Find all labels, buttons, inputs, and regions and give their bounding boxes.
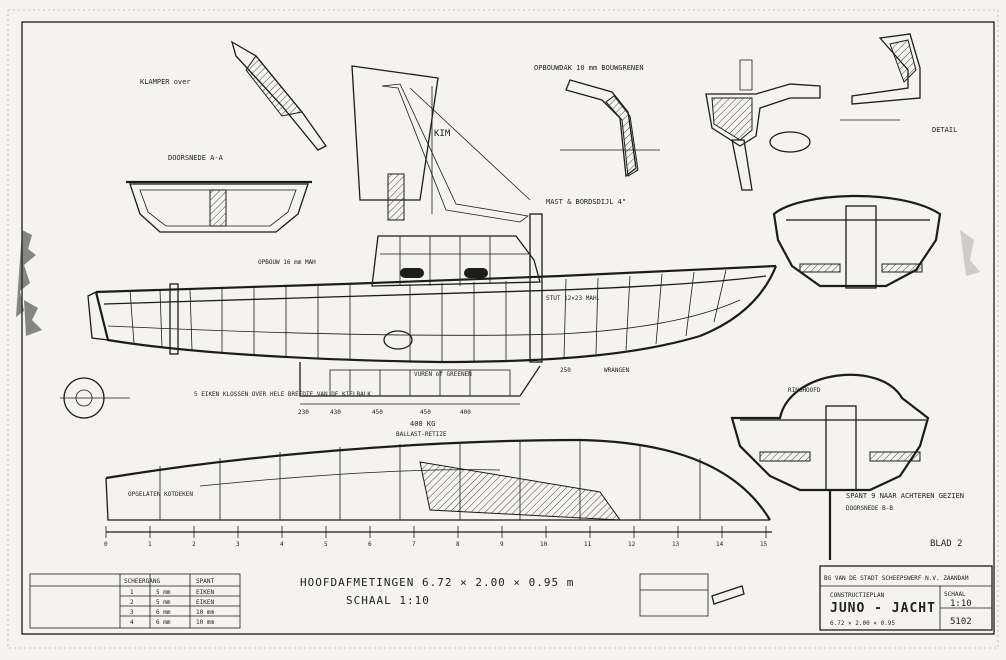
table-cell: 3 [130,609,134,616]
station-2: 2 [192,541,196,548]
keel-dim-5: 250 [560,367,571,374]
annotation-opbouwdak: OPBOUWDAK 10 mm BOUWGRENEN [534,64,644,72]
station-13: 13 [672,541,680,548]
hull-profile [87,213,778,364]
annotation-ringhoofd: RINGHOOFD [788,387,821,394]
keel-dim-4: 400 [460,409,471,416]
table-cell: 5 mm [156,599,171,606]
stern-fitting [60,377,130,419]
keel-dim-2: 450 [372,409,383,416]
annotation-vuren: VUREN of GREENEN [414,371,472,378]
station-6: 6 [368,541,372,548]
station-5: 5 [324,541,328,548]
detail-klamper: KLAMPER over [140,40,327,151]
station-12: 12 [628,541,636,548]
spec-table: SCHEERGANG SPANT 1 5 mm EIKEN 2 5 mm EIK… [29,573,241,629]
annotation-wrangen: WRANGEN [604,367,630,374]
keel-profile: 230 430 450 450 400 250 400 KG BALLAST-R… [298,362,571,438]
station-0: 0 [104,541,108,548]
table-header-2: SPANT [196,578,214,585]
annotation-opbouw: OPBOUW 16 mm MAH [258,259,316,266]
plan-view [105,438,771,521]
table-cell: 5 mm [156,589,171,596]
annotation-detail: DETAIL [932,126,957,134]
drawing-border [21,21,995,635]
title-scale-label: SCHAAL [944,591,966,598]
section-a-a: DOORSNEDE A-A [126,154,312,233]
annotation-stut: STUT 12×23 MAH. [546,295,600,302]
station-11: 11 [584,541,592,548]
station-4: 4 [280,541,284,548]
title-scale: 1:10 [950,599,972,609]
paper-edge [7,9,999,649]
station-8: 8 [456,541,460,548]
table-cell: EIKEN [196,599,214,606]
station-14: 14 [716,541,724,548]
annotation-doorsnede-a: DOORSNEDE A-A [168,154,224,162]
station-1: 1 [148,541,152,548]
annotation-kielbalk: 5 EIKEN KLOSSEN OVER HELE BREEDTE VAN DE… [194,391,371,398]
table-cell: 6 mm [156,609,171,616]
sheet-mark: BLAD 2 [930,539,963,549]
main-dimensions: HOOFDAFMETINGEN 6.72 × 2.00 × 0.95 m [300,576,574,589]
title-name: JUNO - JACHT [830,601,936,616]
detail-bottom-small [639,573,745,617]
annotation-mast: MAST & BORDSDIJL 4" [546,198,626,206]
table-cell: 10 mm [196,609,214,616]
section-upper-right [772,194,942,289]
station-7: 7 [412,541,416,548]
detail-kim: KIM [351,65,531,223]
keel-weight: 400 KG [410,420,435,428]
station-3: 3 [236,541,240,548]
stain-marks [16,230,980,336]
detail-opbouwdak: OPBOUWDAK 10 mm BOUWGRENEN [534,64,660,178]
detail-corner: DETAIL [840,33,957,134]
table-cell: 1 [130,589,134,596]
title-block: BG VAN DE STADT SCHEEPSWERF N.V. ZAANDAM… [819,565,993,631]
keel-dim-0: 230 [298,409,309,416]
table-cell: 4 [130,619,134,626]
detail-mast-partner [705,59,821,191]
table-cell: 6 mm [156,619,171,626]
annotation-klamper: KLAMPER over [140,78,191,86]
title-plan-type: CONSTRUCTIEPLAN [830,592,885,599]
annotation-kim: KIM [434,129,451,139]
title-yard: BG VAN DE STADT SCHEEPSWERF N.V. ZAANDAM [824,575,969,582]
table-cell: 2 [130,599,134,606]
keel-dim-3: 450 [420,409,431,416]
table-cell: EIKEN [196,589,214,596]
annotation-spant: SPANT 9 NAAR ACHTEREN GEZIEN [846,492,964,500]
table-header-0: SCHEERGANG [124,578,161,585]
section-lower-right: SPANT 9 NAAR ACHTEREN GEZIEN RINGHOOFD [730,373,964,560]
table-cell: 10 mm [196,619,214,626]
title-dims: 6.72 × 2.00 × 0.95 [830,620,895,627]
title-drawing-no: 5102 [950,617,972,627]
station-scale: 0 1 2 3 4 5 6 7 8 9 10 11 12 13 14 15 [104,526,772,548]
annotation-opgeslagen: OPGELATEN KOTDEKEN [128,491,193,498]
scale-line: SCHAAL 1:10 [346,594,430,607]
annotations: MAST & BORDSDIJL 4" STUT 12×23 MAH. WRAN… [128,198,963,549]
annotation-doorsnede-b: DOORSNEDE B-B [846,505,893,512]
station-9: 9 [500,541,504,548]
station-10: 10 [540,541,548,548]
ballast-label: BALLAST-RETIZE [396,431,447,438]
keel-dim-1: 430 [330,409,341,416]
station-15: 15 [760,541,768,548]
